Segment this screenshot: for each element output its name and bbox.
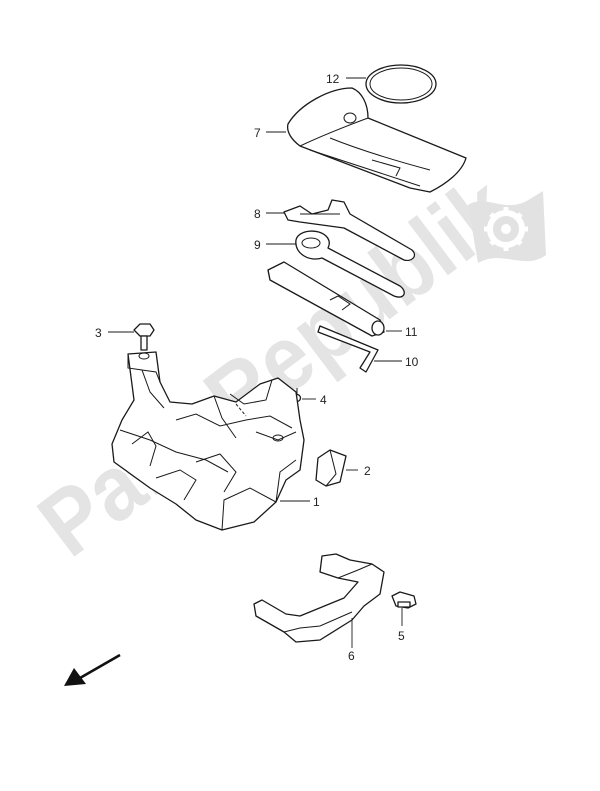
- callout-8: 8: [254, 207, 261, 221]
- callout-2: 2: [364, 464, 371, 478]
- callout-7: 7: [254, 126, 261, 140]
- front-arrow-icon: [64, 653, 121, 686]
- callout-1: 1: [313, 495, 320, 509]
- part-11-socket: [267, 261, 385, 337]
- callout-numbers: 12 7 8 9 3 11 10 4 2 1 5 6: [95, 72, 419, 663]
- callout-3: 3: [95, 326, 102, 340]
- callout-12: 12: [326, 72, 340, 86]
- callout-4: 4: [320, 393, 327, 407]
- callout-11: 11: [405, 325, 418, 339]
- watermark: PartsRepublik: [21, 157, 546, 576]
- part-6-bracket: [253, 553, 385, 643]
- part-10-hex-key: [317, 325, 379, 373]
- callout-6: 6: [348, 649, 355, 663]
- part-9-wrench: [295, 230, 405, 298]
- gear-flag-icon: [468, 191, 546, 263]
- callout-9: 9: [254, 238, 261, 252]
- part-8-spanner: [283, 199, 416, 262]
- callout-10: 10: [405, 355, 419, 369]
- part-1-tray: [111, 351, 305, 531]
- part-2-cushion: [315, 449, 347, 487]
- part-3-bolt: [133, 323, 155, 351]
- part-7-tool-bag: [286, 87, 467, 193]
- watermark-text: PartsRepublik: [21, 157, 530, 576]
- part-12-ring: [365, 64, 437, 104]
- part-5-bolt: [391, 591, 417, 609]
- leader-lines: [108, 77, 403, 648]
- callout-5: 5: [398, 629, 405, 643]
